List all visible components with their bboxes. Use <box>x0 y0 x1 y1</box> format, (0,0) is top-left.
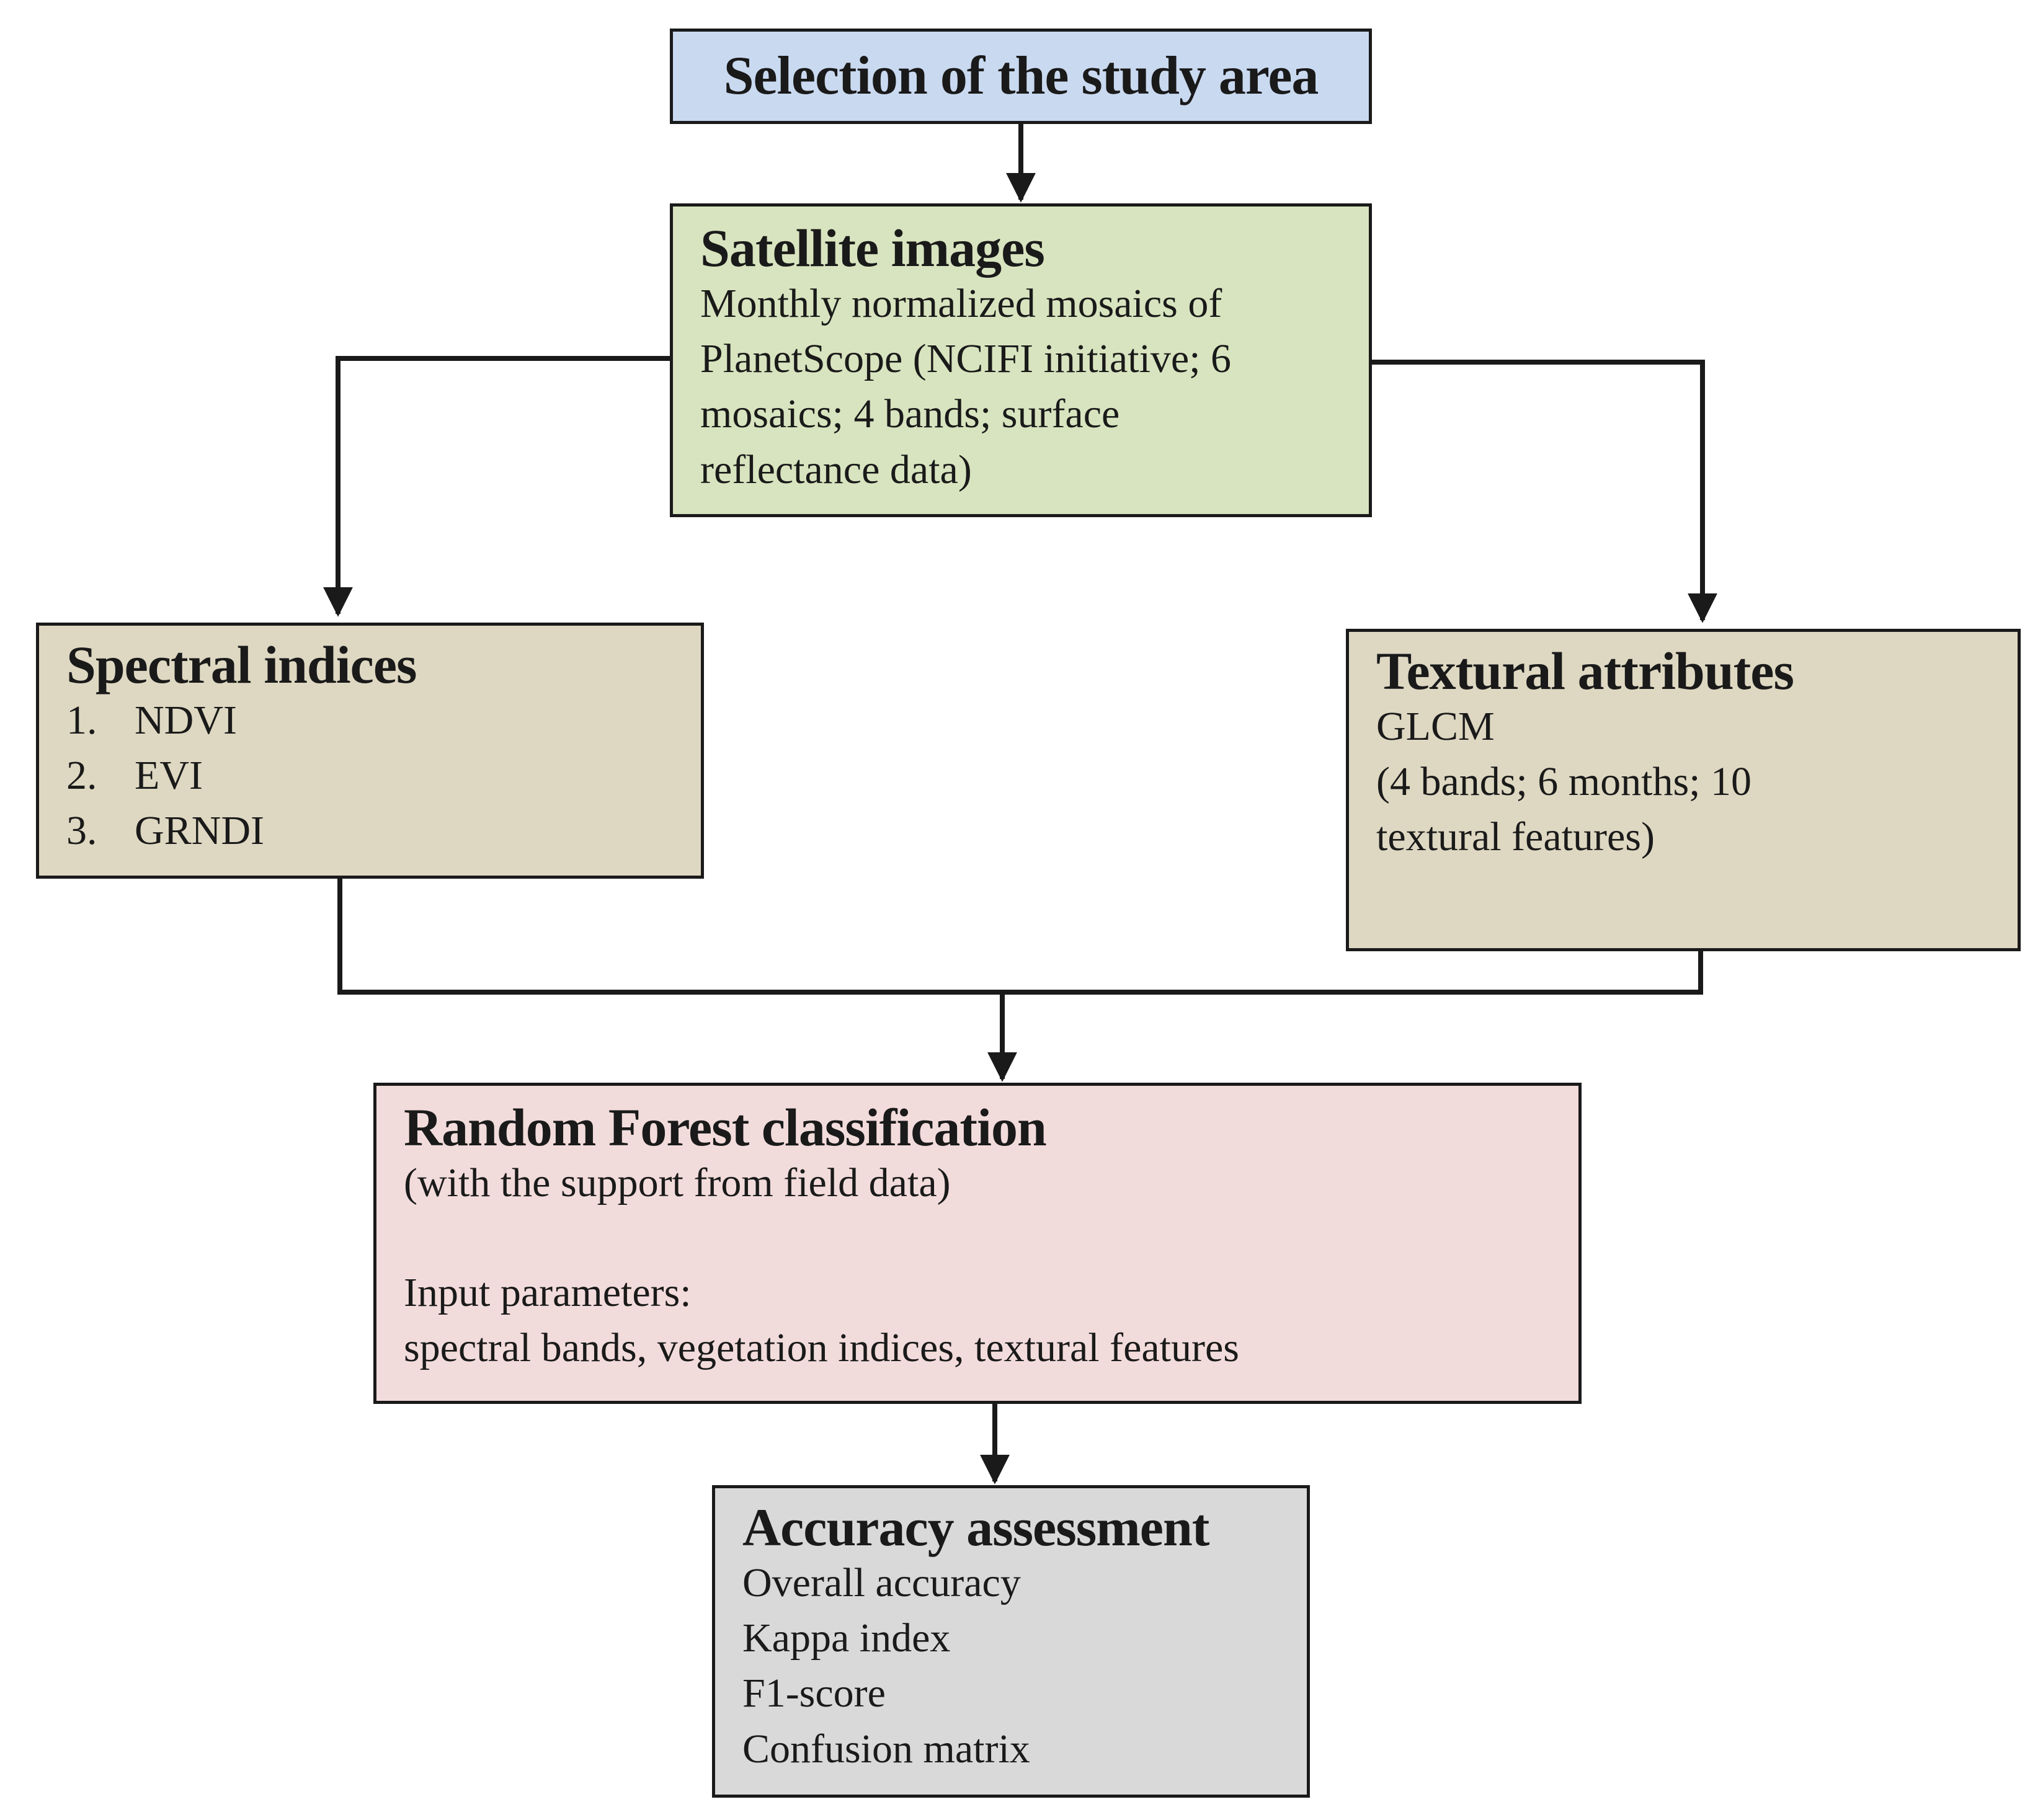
connector-spectral-merge <box>337 879 1703 995</box>
satellite-images-title: Satellite images <box>700 218 1045 278</box>
textural-attributes-box: Textural attributes GLCM (4 bands; 6 mon… <box>1346 629 2021 951</box>
study-area-title: Selection of the study area <box>723 45 1319 106</box>
satellite-line-2: PlanetScope (NCIFI initiative; 6 <box>700 336 1232 382</box>
accuracy-line-3: F1-score <box>742 1671 886 1716</box>
input-parameters-label: Input parameters: <box>404 1270 692 1316</box>
accuracy-line-1: Overall accuracy <box>742 1560 1021 1606</box>
random-forest-subtitle: (with the support from field data) <box>404 1160 951 1206</box>
satellite-line-1: Monthly normalized mosaics of <box>700 281 1222 327</box>
random-forest-box: Random Forest classification (with the s… <box>373 1083 1582 1404</box>
accuracy-line-2: Kappa index <box>742 1615 951 1661</box>
input-parameters-list: spectral bands, vegetation indices, text… <box>404 1325 1239 1371</box>
textural-line-1: GLCM <box>1376 704 1495 750</box>
textural-line-2: (4 bands; 6 months; 10 <box>1376 759 1751 805</box>
satellite-line-4: reflectance data) <box>700 446 972 492</box>
textural-attributes-title: Textural attributes <box>1376 641 1794 701</box>
arrow-satellite-to-spectral <box>323 356 670 617</box>
list-item: 2.EVI <box>66 753 203 799</box>
accuracy-line-4: Confusion matrix <box>742 1726 1030 1772</box>
spectral-indices-list: 1.NDVI 2.EVI 3.GRNDI <box>66 693 676 858</box>
textural-line-3: textural features) <box>1376 814 1655 860</box>
study-area-box: Selection of the study area <box>670 29 1372 124</box>
arrow-satellite-to-textural <box>1372 360 1717 623</box>
spectral-indices-title: Spectral indices <box>66 635 417 695</box>
list-item: 3.GRNDI <box>66 808 264 854</box>
accuracy-assessment-title: Accuracy assessment <box>742 1498 1209 1557</box>
satellite-images-box: Satellite images Monthly normalized mosa… <box>670 203 1372 517</box>
satellite-line-3: mosaics; 4 bands; surface <box>700 391 1120 437</box>
random-forest-title: Random Forest classification <box>404 1098 1047 1157</box>
accuracy-assessment-box: Accuracy assessment Overall accuracy Kap… <box>712 1485 1310 1798</box>
spectral-indices-box: Spectral indices 1.NDVI 2.EVI 3.GRNDI <box>36 623 704 879</box>
list-item: 1.NDVI <box>66 698 237 744</box>
